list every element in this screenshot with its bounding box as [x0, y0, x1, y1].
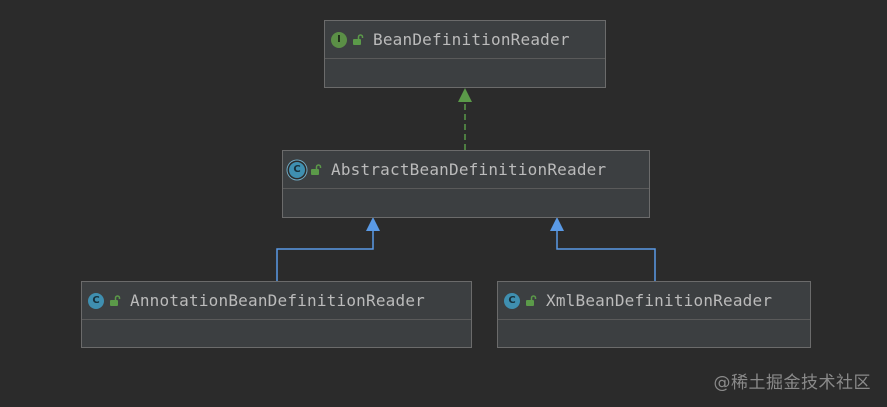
node-members-section: [325, 58, 605, 87]
node-header: I BeanDefinitionReader: [325, 21, 605, 58]
node-header: C AbstractBeanDefinitionReader: [283, 151, 649, 188]
node-members-section: [82, 319, 471, 347]
node-bean-definition-reader[interactable]: I BeanDefinitionReader: [324, 20, 606, 88]
node-abstract-bean-definition-reader[interactable]: C AbstractBeanDefinitionReader: [282, 150, 650, 218]
extends-edge-xml-line: [556, 231, 656, 281]
class-icon: C: [504, 292, 520, 309]
extends-arrowhead-xml: [550, 217, 564, 231]
extends-edge-annotation-line: [276, 231, 374, 281]
abstract-class-icon: C: [289, 161, 305, 178]
class-name: BeanDefinitionReader: [373, 30, 570, 49]
interface-icon: I: [331, 31, 347, 48]
unlocked-padlock-icon: [526, 294, 537, 306]
node-xml-bean-definition-reader[interactable]: C XmlBeanDefinitionReader: [497, 281, 811, 348]
node-annotation-bean-definition-reader[interactable]: C AnnotationBeanDefinitionReader: [81, 281, 472, 348]
unlocked-padlock-icon: [110, 294, 121, 306]
extends-arrowhead-annotation: [366, 217, 380, 231]
class-name: XmlBeanDefinitionReader: [546, 291, 773, 310]
node-header: C XmlBeanDefinitionReader: [498, 282, 810, 319]
class-icon: C: [88, 292, 104, 309]
node-members-section: [283, 188, 649, 217]
node-members-section: [498, 319, 810, 347]
watermark-text: @稀土掘金技术社区: [713, 373, 871, 393]
node-header: C AnnotationBeanDefinitionReader: [82, 282, 471, 319]
class-name: AbstractBeanDefinitionReader: [331, 160, 607, 179]
implements-arrowhead: [458, 88, 472, 102]
unlocked-padlock-icon: [353, 33, 364, 45]
unlocked-padlock-icon: [311, 163, 322, 175]
class-name: AnnotationBeanDefinitionReader: [130, 291, 425, 310]
